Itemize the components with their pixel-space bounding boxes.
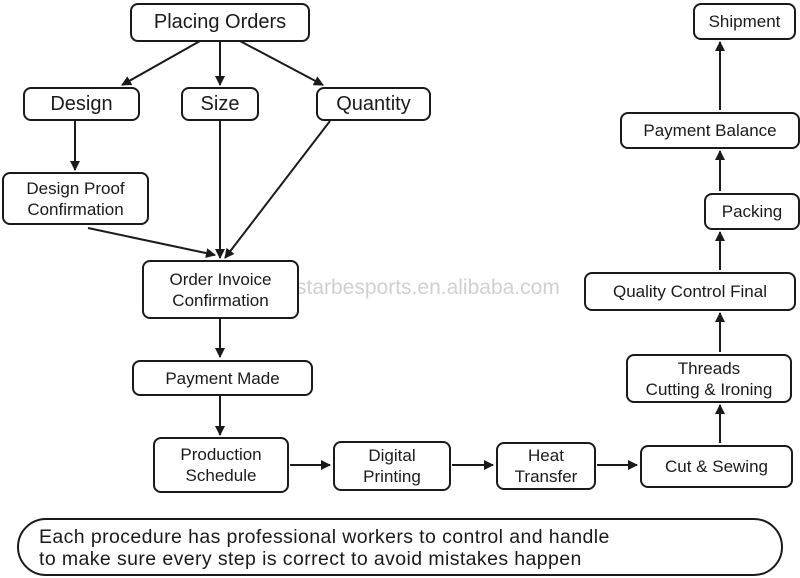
node-production-schedule: Production Schedule bbox=[153, 437, 289, 493]
node-threads-cutting: Threads Cutting & Ironing bbox=[626, 354, 792, 403]
node-heat-transfer-line2: Transfer bbox=[514, 467, 578, 486]
node-design-proof-line2: Confirmation bbox=[27, 199, 124, 219]
procedure-note-line2: to make sure every step is correct to av… bbox=[39, 548, 582, 570]
node-heat-transfer: Heat Transfer bbox=[496, 442, 596, 490]
node-order-invoice-line1: Order Invoice bbox=[169, 269, 272, 289]
node-cut-sewing-label: Cut & Sewing bbox=[665, 457, 768, 476]
watermark: starbesports.en.alibaba.com bbox=[296, 276, 560, 299]
node-size-label: Size bbox=[200, 92, 240, 115]
node-threads-cutting-line1: Threads bbox=[677, 358, 741, 378]
procedure-note: Each procedure has professional workers … bbox=[17, 518, 783, 576]
node-threads-cutting-line2: Cutting & Ironing bbox=[645, 379, 773, 399]
node-design-proof-line1: Design Proof bbox=[26, 178, 125, 198]
arrow-proof-to-invoice bbox=[87, 227, 216, 259]
node-heat-transfer-line1: Heat bbox=[528, 446, 564, 465]
node-packing-label: Packing bbox=[721, 202, 783, 221]
arrow-quantity-to-invoice bbox=[224, 120, 331, 259]
node-order-invoice-line2: Confirmation bbox=[172, 290, 269, 310]
node-shipment-label: Shipment bbox=[708, 12, 781, 31]
node-design-proof: Design Proof Confirmation bbox=[2, 172, 149, 225]
node-quality-control: Quality Control Final bbox=[584, 272, 796, 311]
node-payment-balance: Payment Balance bbox=[620, 112, 800, 149]
node-production-schedule-line1: Production bbox=[180, 445, 262, 464]
node-payment-made-label: Payment Made bbox=[165, 368, 280, 388]
arrow-orders-to-quantity bbox=[239, 40, 324, 86]
node-size: Size bbox=[181, 87, 259, 121]
procedure-note-line1: Each procedure has professional workers … bbox=[39, 526, 610, 548]
node-digital-printing: Digital Printing bbox=[333, 441, 451, 491]
node-packing: Packing bbox=[704, 193, 800, 230]
node-design-label: Design bbox=[50, 92, 113, 115]
node-digital-printing-line2: Printing bbox=[363, 467, 421, 486]
node-payment-balance-label: Payment Balance bbox=[643, 121, 777, 140]
node-placing-orders-label: Placing Orders bbox=[153, 11, 287, 33]
node-quality-control-label: Quality Control Final bbox=[612, 282, 767, 301]
node-shipment: Shipment bbox=[693, 3, 796, 40]
node-design: Design bbox=[23, 87, 140, 121]
node-placing-orders: Placing Orders bbox=[130, 3, 310, 42]
node-cut-sewing: Cut & Sewing bbox=[640, 445, 793, 488]
node-quantity: Quantity bbox=[316, 87, 431, 121]
node-digital-printing-line1: Digital bbox=[368, 446, 416, 465]
node-quantity-label: Quantity bbox=[336, 92, 411, 115]
node-payment-made: Payment Made bbox=[132, 360, 313, 396]
node-production-schedule-line2: Schedule bbox=[185, 466, 257, 485]
arrow-orders-to-design bbox=[121, 40, 201, 86]
node-order-invoice: Order Invoice Confirmation bbox=[142, 260, 299, 319]
